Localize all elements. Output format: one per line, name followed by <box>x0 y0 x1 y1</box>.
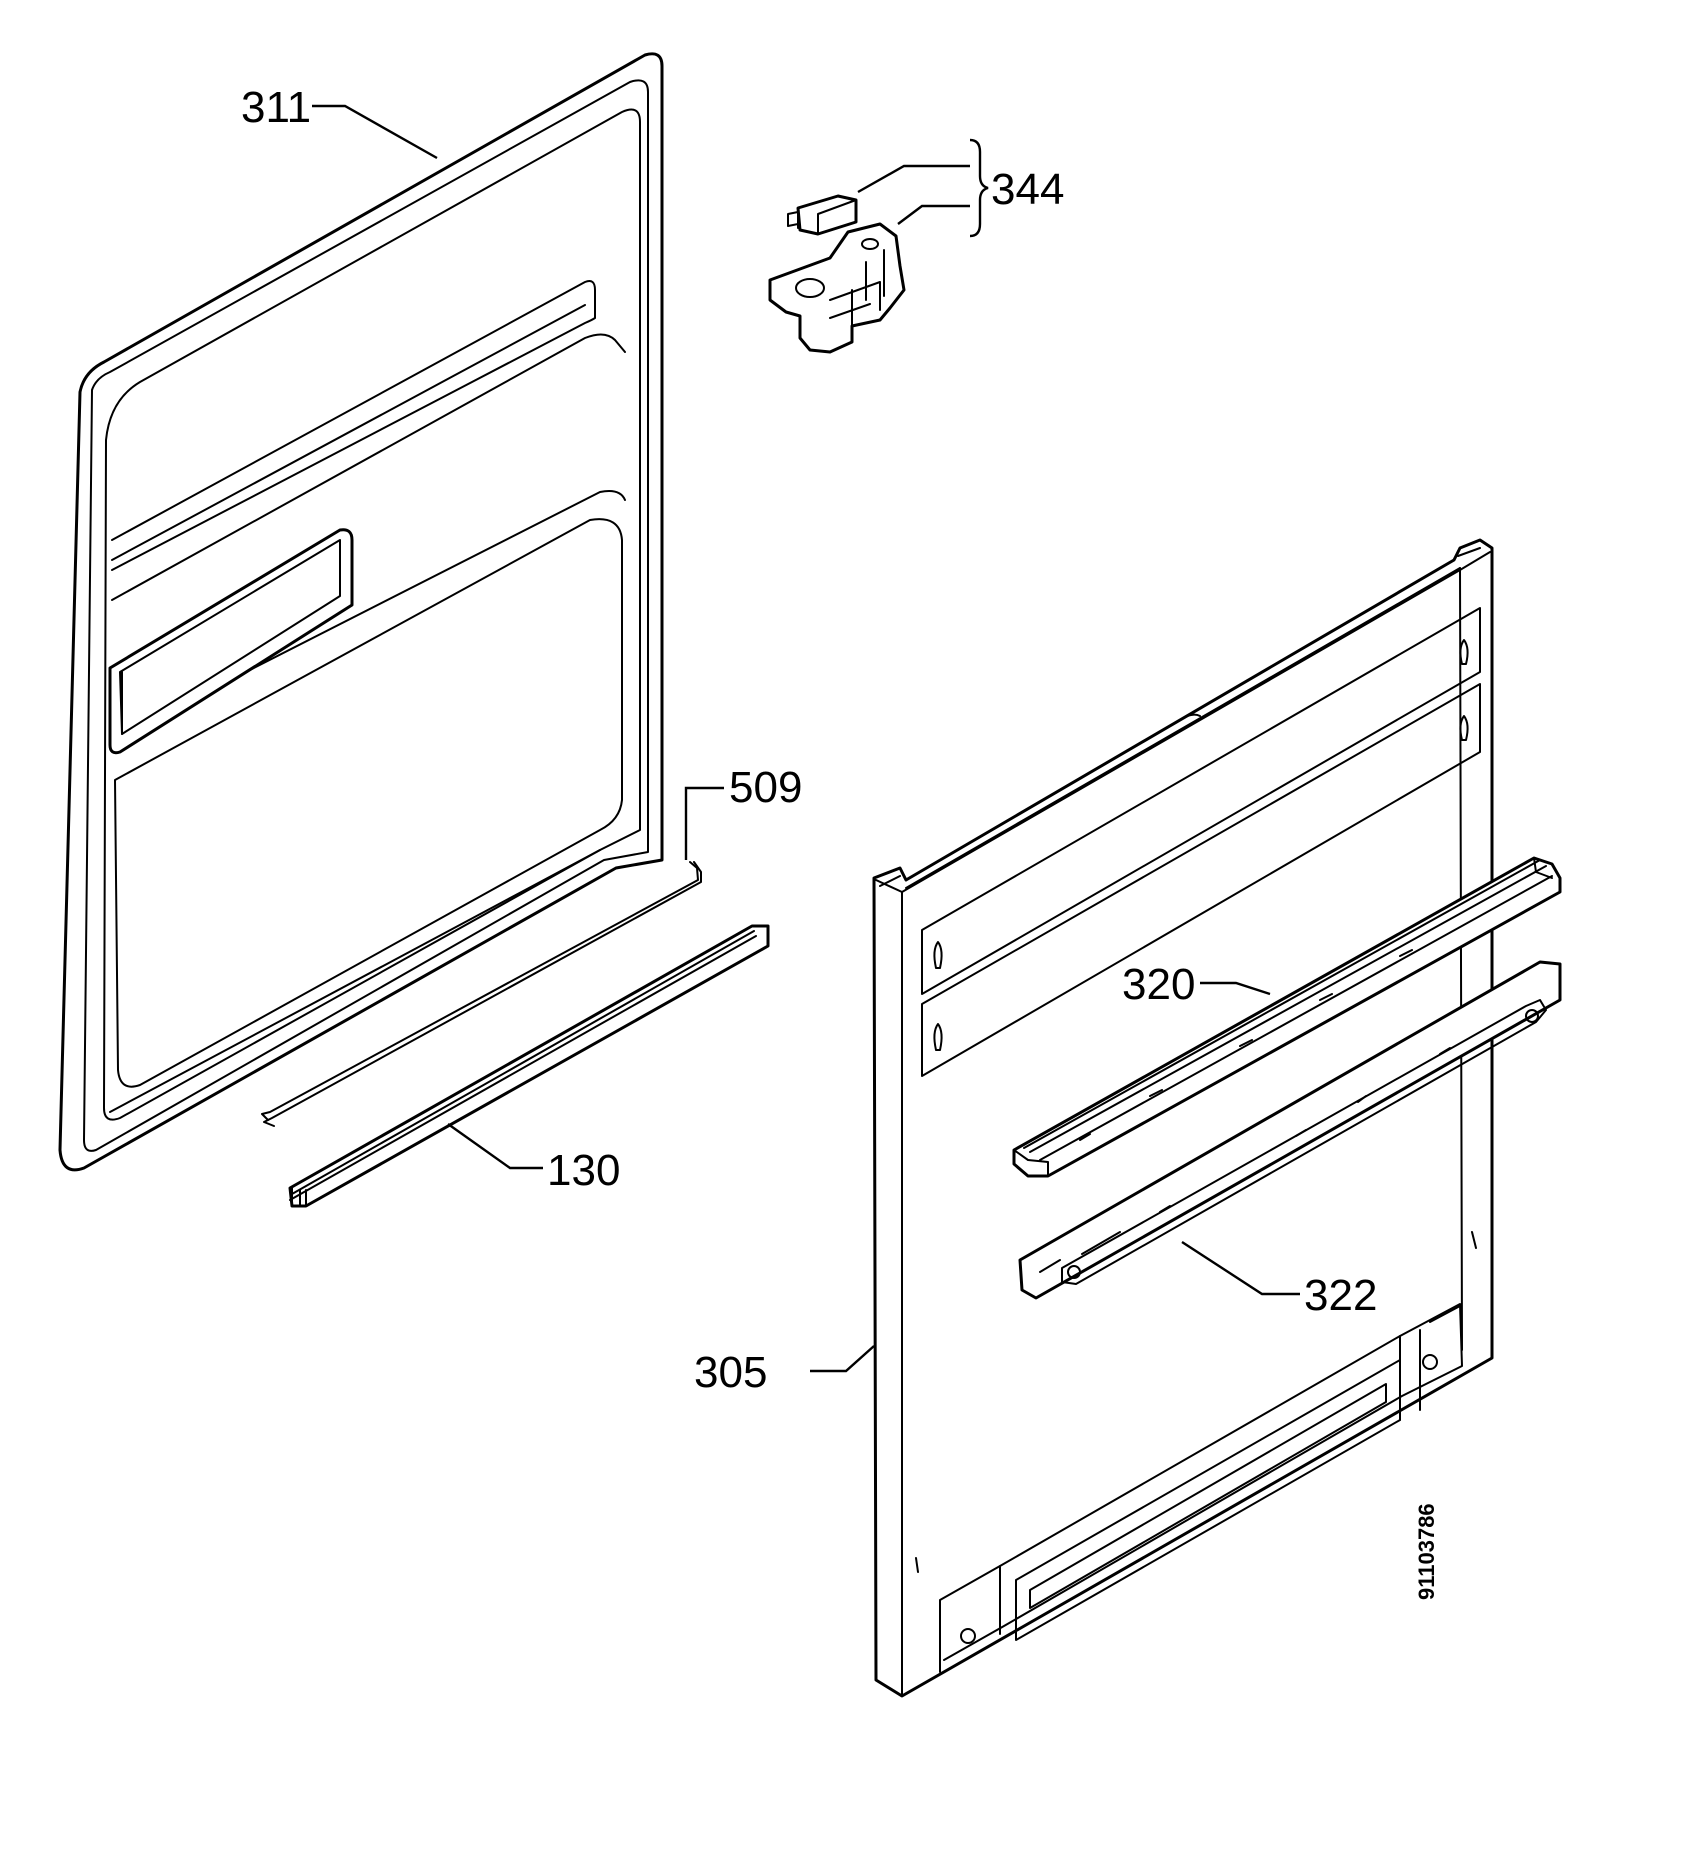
label-305: 305 <box>694 1348 767 1397</box>
label-322: 322 <box>1304 1271 1377 1320</box>
brace-344 <box>969 138 989 238</box>
leader-lines <box>312 104 1300 1373</box>
label-130: 130 <box>547 1146 620 1195</box>
label-320: 320 <box>1122 960 1195 1009</box>
hinge-rod-509 <box>261 861 702 1127</box>
leader-344-b <box>897 204 970 225</box>
leader-305 <box>810 1345 875 1373</box>
leader-311 <box>312 104 438 160</box>
document-number: 91103786 <box>1414 1503 1439 1600</box>
inner-door-panel-311 <box>58 52 664 1172</box>
leader-322 <box>1181 1240 1300 1296</box>
door-rail-lower-322 <box>1018 960 1562 1300</box>
outer-door-panel-305 <box>872 538 1494 1698</box>
leader-130 <box>447 1123 543 1170</box>
door-rail-upper-320 <box>1012 856 1562 1178</box>
label-311: 311 <box>241 83 311 132</box>
leader-320 <box>1200 981 1271 996</box>
door-seal-strip-130 <box>288 924 770 1208</box>
label-344: 344 <box>991 165 1064 214</box>
leader-509 <box>684 786 724 860</box>
door-latch-assembly-344 <box>768 194 906 354</box>
label-509: 509 <box>729 763 802 812</box>
part-labels: 311 344 509 130 320 322 305 91103786 <box>241 83 1439 1600</box>
leader-344-a <box>857 164 970 194</box>
